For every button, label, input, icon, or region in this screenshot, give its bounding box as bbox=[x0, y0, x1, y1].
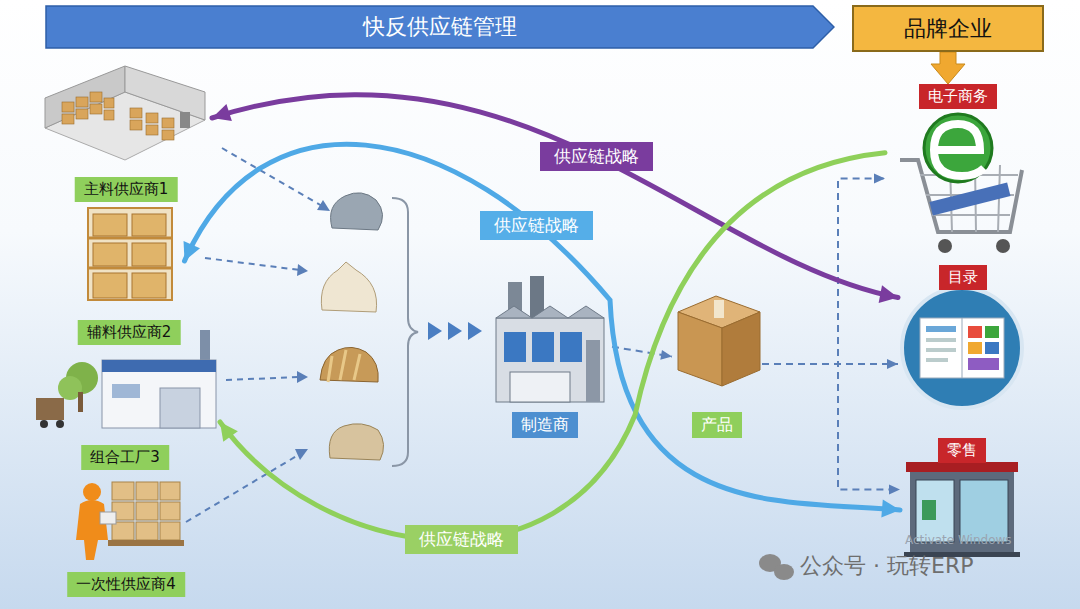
node-title: 品牌企业 bbox=[904, 15, 992, 43]
arrowhead bbox=[184, 241, 200, 261]
channel-node: 目录 bbox=[898, 265, 1028, 413]
supplier-node: 主料供应商1 bbox=[40, 82, 212, 202]
supplier-node: 辅料供应商2 bbox=[74, 205, 185, 345]
edge-label: 供应链战略 bbox=[405, 525, 518, 554]
material-bag bbox=[320, 193, 384, 460]
arrowhead bbox=[879, 285, 898, 303]
arrowhead bbox=[889, 485, 900, 495]
manufacturer-node: 制造商 bbox=[478, 272, 612, 438]
box-icon bbox=[678, 296, 760, 386]
strategy-curve bbox=[220, 153, 885, 540]
strategy-curve bbox=[185, 144, 901, 510]
wechat-icon bbox=[759, 554, 794, 580]
cart-icon bbox=[900, 114, 1022, 253]
node-label: 一次性供应商4 bbox=[67, 572, 185, 597]
node-label: 目录 bbox=[939, 265, 987, 290]
flow-connector bbox=[762, 364, 900, 490]
strategy-curve bbox=[212, 95, 898, 298]
arrowhead bbox=[660, 350, 672, 360]
arrowhead bbox=[212, 104, 232, 121]
arrowhead bbox=[220, 422, 238, 442]
flow-connector bbox=[762, 179, 885, 364]
store-icon bbox=[904, 462, 1020, 557]
node-label: 主料供应商1 bbox=[75, 177, 178, 202]
node-title: 快反供应链管理 bbox=[363, 13, 517, 41]
factory-icon bbox=[496, 276, 604, 402]
shelf-icon bbox=[88, 208, 172, 300]
plant-node: 组合工厂3 bbox=[30, 350, 220, 470]
arrowhead bbox=[295, 200, 330, 460]
node-label: 制造商 bbox=[512, 412, 578, 438]
company-box: 品牌企业 bbox=[852, 5, 1044, 52]
edge-label: 供应链战略 bbox=[540, 142, 653, 171]
worker-icon bbox=[76, 482, 184, 560]
node-label: 辅料供应商2 bbox=[78, 320, 181, 345]
watermark: Activate Windows bbox=[905, 533, 1012, 547]
channel-node: 电子商务 bbox=[885, 84, 1030, 256]
arrowhead bbox=[881, 500, 900, 518]
fat-arrow bbox=[931, 52, 965, 84]
flow-connector bbox=[762, 363, 898, 365]
bracket bbox=[392, 198, 418, 466]
node-label: 零售 bbox=[938, 438, 986, 463]
supplier-node: 一次性供应商4 bbox=[60, 475, 192, 597]
product-node: 产品 bbox=[672, 290, 762, 438]
banner-arrow: 快反供应链管理 bbox=[45, 5, 835, 49]
catalogue-icon bbox=[902, 288, 1022, 408]
arrowhead bbox=[874, 174, 885, 184]
node-label: 产品 bbox=[692, 412, 742, 438]
node-label: 组合工厂3 bbox=[81, 445, 169, 470]
node-label: 电子商务 bbox=[919, 84, 997, 109]
edge-label: 供应链战略 bbox=[480, 211, 593, 240]
arrowhead bbox=[887, 359, 898, 369]
warehouse-icon bbox=[45, 66, 205, 160]
flow-triangle bbox=[428, 322, 482, 340]
supply-arrow bbox=[186, 148, 322, 522]
watermark: 公众号 · 玩转ERP bbox=[800, 551, 973, 581]
